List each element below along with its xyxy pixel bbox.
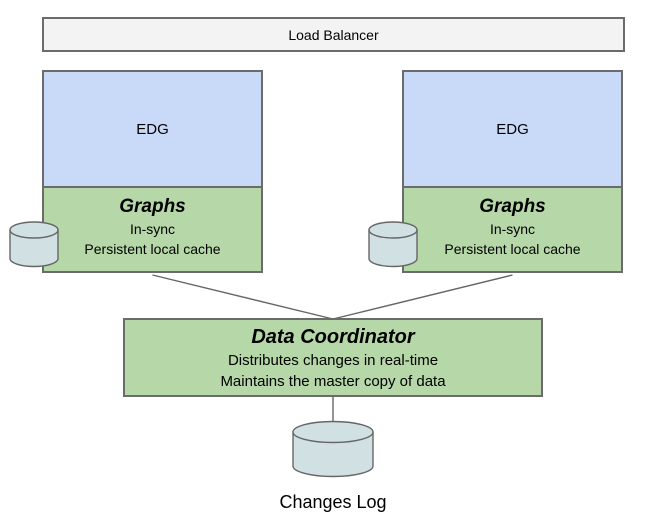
load-balancer-label: Load Balancer [288,26,379,43]
edg-left-graphs-section: Graphs In-sync Persistent local cache [42,186,263,273]
edg-left-database-icon [9,221,59,268]
edg-right-graphs-section: Graphs In-sync Persistent local cache [402,186,623,273]
edg-right-graphs-line1: In-sync [489,221,536,237]
edg-left-graphs-title: Graphs [119,196,186,217]
data-coordinator-node: Data Coordinator Distributes changes in … [123,318,543,397]
edg-right-graphs-title: Graphs [479,196,546,217]
edg-left-server-section: EDG [42,70,263,188]
load-balancer-node: Load Balancer [42,17,625,52]
edg-right-title: EDG [496,120,529,138]
data-coordinator-line1: Distributes changes in real-time [227,352,439,369]
data-coordinator-title: Data Coordinator [251,326,415,348]
edg-right-server-section: EDG [402,70,623,188]
edg-node-right: EDG Graphs In-sync Persistent local cach… [402,70,623,273]
edge-edg-left-to-coordinator [152,274,334,320]
edg-right-graphs-line2: Persistent local cache [444,241,581,257]
data-coordinator-line2: Maintains the master copy of data [220,373,446,390]
edg-left-graphs-line1: In-sync [129,221,176,237]
edg-node-left: EDG Graphs In-sync Persistent local cach… [42,70,263,273]
edg-right-database-icon [368,221,418,268]
changes-log-label: Changes Log [279,492,387,512]
edg-left-graphs-line2: Persistent local cache [84,241,221,257]
changes-log-database-icon [292,420,374,478]
edge-edg-right-to-coordinator [332,274,513,320]
edg-left-title: EDG [136,120,169,138]
